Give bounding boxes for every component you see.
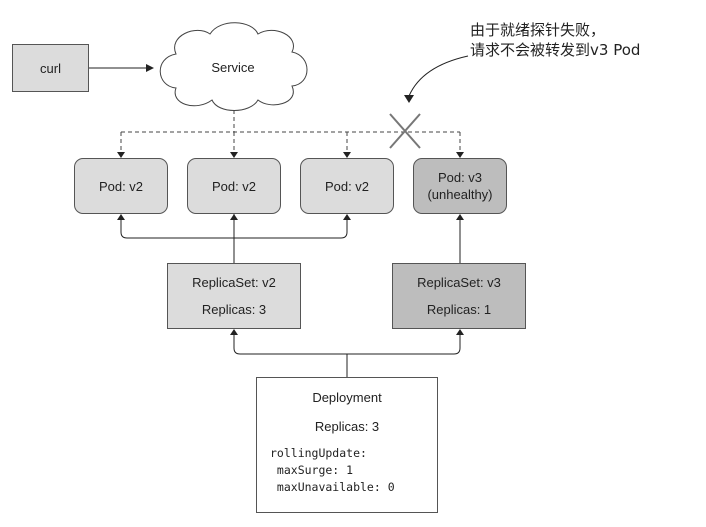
pod-label: Pod: v2 (98, 178, 144, 194)
annotation-line-2: 请求不会被转发到v3 Pod (470, 41, 641, 59)
curl-client-box: curl (12, 44, 89, 92)
spec-line: maxSurge: 1 (270, 463, 354, 477)
deployment-to-replicasets (233, 335, 461, 377)
pod-v3-unhealthy: Pod: v3 (unhealthy) (413, 158, 507, 214)
annotation-arrow (408, 55, 469, 97)
pod-v2-2: Pod: v2 (187, 158, 281, 214)
service-routes (120, 110, 461, 154)
replicaset-name: ReplicaSet: v2 (192, 275, 276, 290)
pod-v2-3: Pod: v2 (300, 158, 394, 214)
pod-label: Pod: v2 (211, 178, 257, 194)
curl-label: curl (40, 60, 61, 76)
blocked-route-x-icon (389, 113, 421, 149)
pod-label: Pod: v3 (437, 170, 483, 185)
deployment-box: Deployment Replicas: 3 rollingUpdate: ma… (256, 377, 438, 513)
service-route-arrowheads (117, 152, 464, 158)
replicaset-replicas: Replicas: 1 (426, 302, 492, 317)
deployment-replicas: Replicas: 3 (314, 419, 380, 434)
replicaset-v2: ReplicaSet: v2 Replicas: 3 (167, 263, 301, 329)
service-label: Service (211, 60, 255, 75)
pod-label: Pod: v2 (324, 178, 370, 194)
rs-v2-to-pods (120, 214, 348, 263)
pod-v2-1: Pod: v2 (74, 158, 168, 214)
annotation-line-1: 由于就绪探针失败， (470, 21, 606, 39)
service-cloud-shape (159, 22, 308, 111)
deployment-title: Deployment (312, 390, 382, 405)
replicaset-name: ReplicaSet: v3 (417, 275, 501, 290)
replicaset-replicas: Replicas: 3 (201, 302, 267, 317)
spec-line: rollingUpdate: (270, 446, 367, 460)
pod-state: (unhealthy) (427, 187, 493, 202)
annotation-note: 由于就绪探针失败， 请求不会被转发到v3 Pod (470, 20, 640, 60)
deployment-spec: rollingUpdate: maxSurge: 1 maxUnavailabl… (257, 445, 437, 496)
spec-line: maxUnavailable: 0 (270, 480, 395, 494)
replicaset-v3: ReplicaSet: v3 Replicas: 1 (392, 263, 526, 329)
